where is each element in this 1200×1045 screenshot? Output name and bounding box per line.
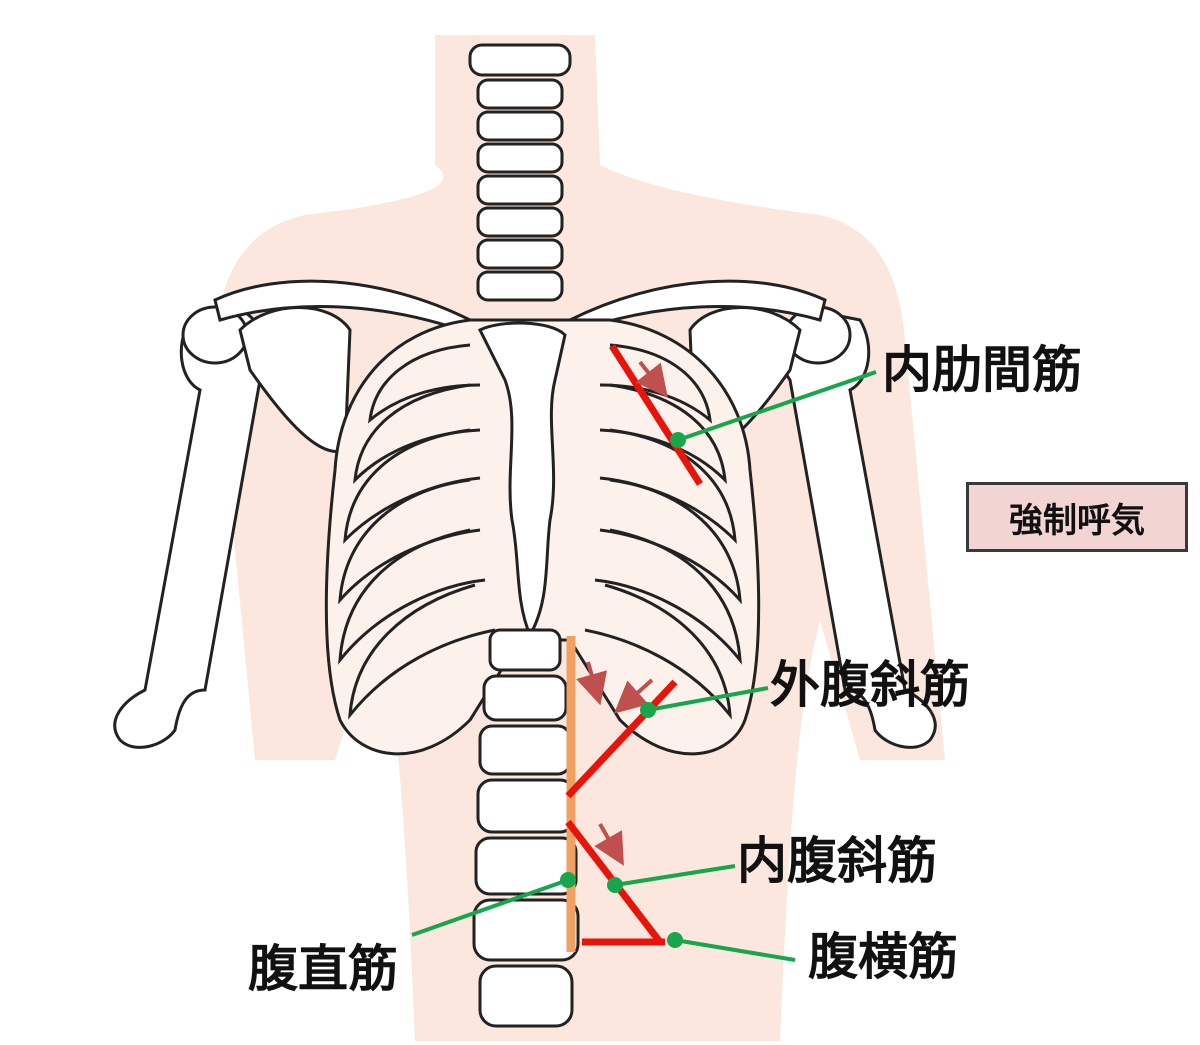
sternum xyxy=(477,321,567,639)
external-oblique-line xyxy=(565,679,678,799)
arrow-icon xyxy=(614,678,654,714)
arrow-icon xyxy=(635,360,668,398)
arrow-icon xyxy=(576,661,607,706)
label-internal-intercostal: 内肋間筋 xyxy=(882,341,1082,399)
label-internal-oblique: 内腹斜筋 xyxy=(737,832,937,890)
leader-lines xyxy=(411,370,877,962)
label-transversus-abdominis: 腹横筋 xyxy=(808,928,958,986)
arrow-icon xyxy=(594,823,624,866)
forced-expiration-badge: 強制呼気 xyxy=(966,482,1188,552)
label-external-oblique: 外腹斜筋 xyxy=(770,656,970,714)
lumbar-spine xyxy=(472,628,580,1028)
label-rectus-abdominis: 腹直筋 xyxy=(248,940,398,998)
cervical-spine xyxy=(468,43,572,302)
internal-intercostal-line xyxy=(609,344,703,486)
